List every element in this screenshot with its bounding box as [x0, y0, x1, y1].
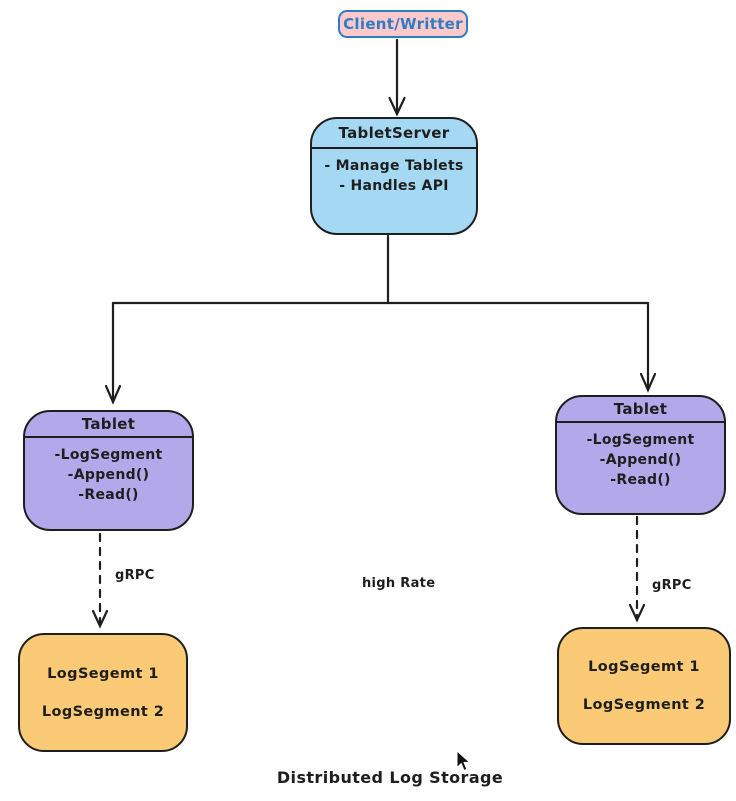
log-store-right-line: LogSegemt 1	[588, 659, 700, 675]
log-store-right-line: LogSegment 2	[582, 697, 706, 713]
tablet-right-line: -LogSegment	[586, 432, 695, 448]
tablet-server-title: TabletServer	[312, 119, 476, 149]
tablet-server-node[interactable]: TabletServer - Manage Tablets - Handles …	[310, 117, 478, 235]
tablet-left-node[interactable]: Tablet -LogSegment -Append() -Read()	[23, 410, 194, 531]
tablet-left-body: -LogSegment -Append() -Read()	[25, 438, 192, 529]
tablet-right-body: -LogSegment -Append() -Read()	[557, 423, 724, 513]
log-store-left-line: LogSegemt 1	[47, 665, 159, 682]
tablet-right-line: -Read()	[610, 472, 671, 488]
log-store-left-line: LogSegment 2	[41, 703, 165, 720]
tablet-left-line: -LogSegment	[54, 447, 163, 463]
tablet-server-line: - Manage Tablets	[324, 158, 464, 174]
grpc-label-left: gRPC	[115, 568, 155, 583]
high-rate-label: high Rate	[362, 576, 436, 591]
tablet-left-line: -Read()	[78, 487, 139, 503]
client-writer-node[interactable]: Client/Writter	[338, 10, 468, 38]
tablet-server-line: - Handles API	[339, 178, 449, 194]
mouse-cursor-icon	[456, 750, 471, 772]
tablet-left-line: -Append()	[67, 467, 150, 483]
tablet-left-title: Tablet	[25, 412, 192, 438]
tablet-right-node[interactable]: Tablet -LogSegment -Append() -Read()	[555, 395, 726, 515]
tablet-right-title: Tablet	[557, 397, 724, 423]
grpc-label-right: gRPC	[652, 578, 692, 593]
client-writer-label: Client/Writter	[343, 15, 463, 33]
log-store-left-node[interactable]: LogSegemt 1 LogSegment 2	[18, 633, 188, 752]
diagram-caption: Distributed Log Storage	[276, 768, 504, 787]
tablet-server-body: - Manage Tablets - Handles API	[312, 149, 476, 233]
log-store-right-node[interactable]: LogSegemt 1 LogSegment 2	[557, 627, 731, 745]
tablet-right-line: -Append()	[599, 452, 682, 468]
